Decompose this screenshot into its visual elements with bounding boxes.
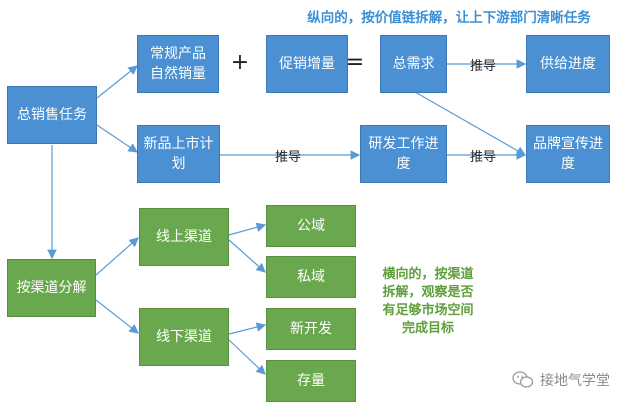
- node-total-sales: 总销售任务: [7, 86, 97, 144]
- push-label-1: 推导: [470, 59, 497, 74]
- node-total-demand: 总需求: [380, 35, 447, 93]
- arrow-demand-to-brand: [414, 91, 527, 156]
- watermark: 接地气学堂: [512, 368, 610, 392]
- node-brand-promo: 品牌宣传进 度: [526, 125, 610, 183]
- node-new-dev: 新开发: [266, 308, 356, 350]
- arrow-online-to-private: [228, 239, 266, 273]
- node-new-launch: 新品上市计 划: [137, 125, 220, 183]
- arrow-channel-to-offline: [95, 299, 139, 334]
- node-regular-sales: 常规产品 自然销量: [137, 35, 219, 93]
- arrow-total-to-regular: [96, 65, 138, 99]
- node-offline: 线下渠道: [139, 308, 229, 366]
- wechat-icon: [512, 371, 534, 388]
- arrow-offline-to-existing: [228, 339, 266, 375]
- push-label-2: 推导: [275, 150, 302, 165]
- node-rd-progress: 研发工作进 度: [360, 125, 447, 183]
- equals-operator: =: [345, 50, 365, 75]
- node-private-domain: 私域: [266, 256, 356, 298]
- plus-operator: +: [230, 50, 250, 75]
- node-existing: 存量: [266, 360, 356, 402]
- push-label-3: 推导: [470, 150, 497, 165]
- arrow-total-to-newlaunch: [96, 124, 138, 153]
- node-online: 线上渠道: [139, 208, 229, 266]
- node-supply-progress: 供给进度: [526, 35, 610, 93]
- note-channel: 横向的，按渠道 拆解，观察是否 有足够市场空间 完成目标: [382, 267, 474, 336]
- watermark-text: 接地气学堂: [540, 373, 610, 389]
- arrow-online-to-public: [228, 222, 267, 236]
- node-public-domain: 公域: [266, 205, 356, 247]
- note-value-chain: 纵向的，按价值链拆解，让上下游部门清晰任务: [307, 10, 591, 26]
- arrow-channel-to-online: [95, 237, 139, 276]
- arrow-offline-to-newdev: [228, 322, 267, 335]
- node-by-channel: 按渠道分解: [7, 259, 96, 317]
- node-promo-increase: 促销增量: [266, 35, 348, 93]
